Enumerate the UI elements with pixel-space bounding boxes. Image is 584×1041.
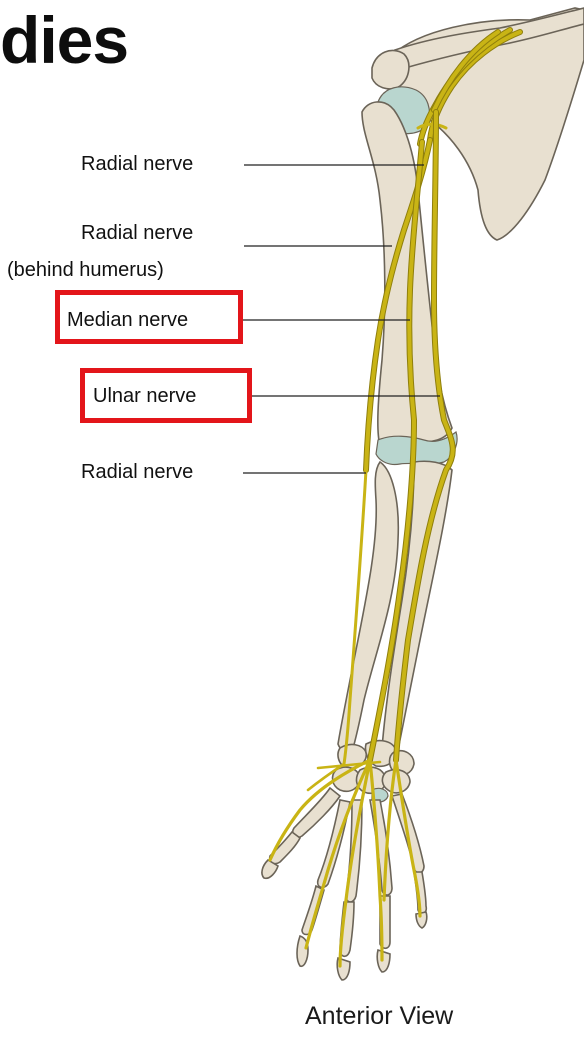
label-behind-humerus: (behind humerus) xyxy=(7,258,164,282)
view-caption: Anterior View xyxy=(305,1002,453,1031)
label-radial-nerve-humerus: Radial nerve xyxy=(81,221,193,245)
label-ulnar-nerve: Ulnar nerve xyxy=(93,384,196,408)
acromion xyxy=(372,50,409,88)
label-median-nerve: Median nerve xyxy=(67,308,188,332)
little-finger-bones xyxy=(392,794,427,928)
label-radial-nerve-upper: Radial nerve xyxy=(81,152,193,176)
label-radial-nerve-forearm: Radial nerve xyxy=(81,460,193,484)
